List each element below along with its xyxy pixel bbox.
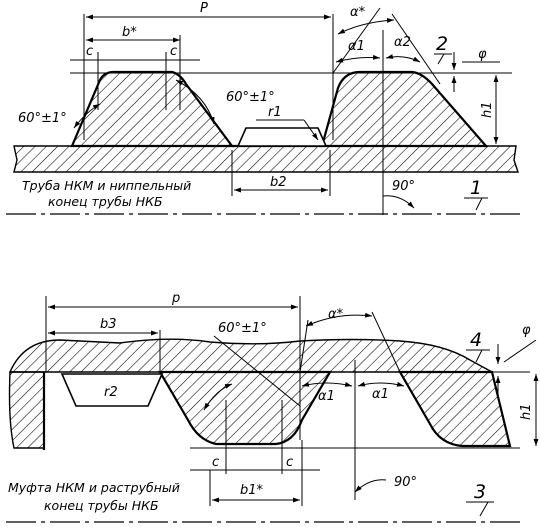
- bottom-label-90: 90°: [394, 475, 417, 490]
- bottom-label-r2: r2: [104, 385, 118, 400]
- bottom-label-c-right: c: [286, 455, 293, 470]
- bottom-callout-3-leader: [479, 501, 489, 517]
- top-callout-1-leader: [475, 197, 483, 211]
- top-label-p: P: [200, 1, 208, 16]
- top-label-c-left: c: [86, 44, 93, 59]
- top-alpha-ray-2: [391, 13, 441, 85]
- bottom-label-alpha-star: α*: [328, 307, 344, 322]
- top-pipe-wall: [13, 145, 519, 173]
- bottom-thread-right: [398, 370, 512, 448]
- bottom-callout-3: 3: [474, 481, 486, 503]
- bottom-label-angle-top: 60°±1°: [218, 321, 267, 336]
- top-thread-right: [320, 70, 489, 148]
- top-90-arc: [382, 195, 415, 209]
- top-label-angle-left: 60°±1°: [18, 111, 67, 126]
- bottom-label-c-left: c: [212, 455, 219, 470]
- bottom-alpha-ray-1: [299, 319, 309, 373]
- top-angle-arc-left: [73, 103, 101, 129]
- bottom-caption-line1: Муфта НКМ и раструбный: [8, 480, 180, 495]
- bottom-90-arc: [354, 479, 387, 493]
- bottom-label-phi: φ: [522, 323, 531, 338]
- bottom-thread-left: [158, 370, 332, 446]
- bottom-groove: [60, 373, 164, 407]
- top-label-alpha-star: α*: [350, 5, 366, 20]
- bottom-callout-4: 4: [470, 329, 482, 351]
- bottom-alpha1-arc-right: [357, 381, 405, 387]
- top-alpha1-arc: [335, 54, 381, 63]
- top-angle-arc-mid: [175, 79, 215, 125]
- top-label-90: 90°: [392, 179, 415, 194]
- bottom-label-alpha1-left: α1: [318, 389, 335, 404]
- top-caption-line2: конец трубы НКБ: [48, 194, 163, 209]
- top-callout-1: 1: [470, 177, 482, 199]
- top-alpha-star-arc: [337, 17, 395, 35]
- bottom-caption-line2: конец трубы НКБ: [44, 498, 159, 513]
- top-caption-line1: Труба НКМ и ниппельный: [22, 178, 191, 193]
- top-view: P b* c c 60°±1° 60°±1° r1 α* α1 α2 2: [6, 1, 520, 215]
- bottom-label-h1: h1: [519, 403, 534, 420]
- top-label-r1: r1: [268, 105, 282, 120]
- top-label-phi: φ: [478, 47, 487, 62]
- bottom-label-alpha1-right: α1: [372, 387, 389, 402]
- bottom-angle-arc: [203, 383, 233, 411]
- top-label-bstar: b*: [122, 25, 137, 40]
- top-label-c-right: c: [170, 44, 177, 59]
- top-alpha2-arc: [385, 54, 421, 63]
- top-label-h1: h1: [480, 101, 495, 118]
- bottom-label-b1star: b1*: [240, 483, 264, 498]
- bottom-angle-ray: [213, 335, 301, 407]
- bottom-alpha1-arc-left: [301, 381, 353, 387]
- bottom-coupling-wall: [8, 338, 493, 373]
- top-label-alpha2: α2: [394, 35, 411, 50]
- bottom-alpha-ray-2: [371, 311, 401, 373]
- top-callout-2-leader: [437, 53, 445, 65]
- bottom-left-wall: [8, 371, 45, 449]
- top-callout-2: 2: [436, 33, 448, 55]
- top-label-alpha1: α1: [348, 39, 365, 54]
- bottom-view: p b3 60°±1° r2 α* α1 α1 4 φ h1: [6, 291, 539, 523]
- top-groove: [236, 127, 328, 147]
- top-r1-arrow: [303, 119, 319, 141]
- top-label-angle-mid: 60°±1°: [226, 90, 275, 105]
- bottom-label-b3: b3: [100, 317, 117, 332]
- bottom-label-p: p: [171, 291, 180, 306]
- top-label-b2: b2: [270, 175, 287, 190]
- bottom-phi-leader: [503, 339, 537, 363]
- bottom-callout-4-leader: [475, 349, 483, 363]
- bottom-alpha-star-arc: [305, 312, 373, 327]
